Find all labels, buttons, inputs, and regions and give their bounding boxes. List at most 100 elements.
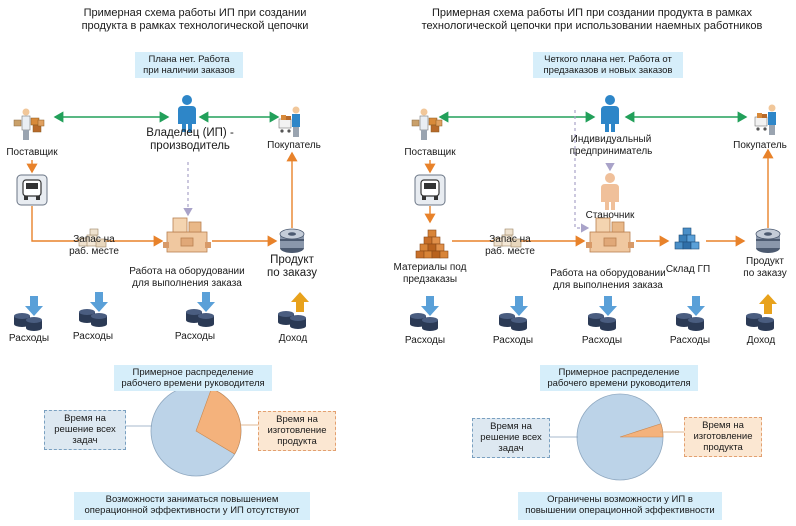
supplier-icon [411, 108, 443, 141]
left-owner-line: Владелец (ИП) - [146, 127, 234, 139]
coins-down-icon [676, 296, 705, 331]
left-dist-line: Примерное распределение [132, 367, 254, 378]
right-supplier-label: Поставщик [404, 147, 456, 158]
right-warehouse-label: Склад ГП [665, 264, 711, 275]
right-materials-line: предзаказы [402, 274, 458, 285]
right-expense-label: Расходы [669, 335, 711, 346]
left-product-line: Продукт [270, 254, 314, 266]
right-product-line: по заказу [743, 268, 787, 279]
coins-down-icon [186, 292, 215, 327]
left-product-line: по заказу [267, 267, 317, 279]
left-plan-note: Плана нет. Работа при наличии заказов [135, 52, 243, 78]
time-distribution-pie-left [150, 385, 242, 477]
left-title-line: Примерная схема работы ИП при создании [83, 7, 307, 19]
left-decide-line: Время на [64, 413, 106, 424]
owner-person-icon [601, 95, 619, 132]
left-decide-line: решение всех [54, 424, 116, 435]
right-stock-label: Запас на раб. месте [480, 234, 540, 258]
right-title-line: Примерная схема работы ИП при создании п… [431, 7, 753, 19]
left-bottom-line: операционной эффективности у ИП отсутств… [84, 505, 300, 516]
right-dist-line: рабочего времени руководителя [547, 378, 691, 389]
right-title: Примерная схема работы ИП при создании п… [412, 7, 772, 33]
left-stock-label: Запас на раб. месте [64, 234, 124, 258]
supplier-icon [13, 108, 45, 141]
coins-up-icon [746, 294, 777, 331]
left-plan-line: при наличии заказов [143, 65, 235, 76]
machine-icon [162, 217, 212, 253]
right-expense-label: Расходы [492, 335, 534, 346]
right-work-line: Работа на оборудовании [550, 268, 666, 279]
left-expense-label: Расходы [8, 333, 50, 344]
left-stock-line: раб. месте [69, 246, 119, 257]
left-bottom-note: Возможности заниматься повышением операц… [74, 492, 310, 520]
right-decide-line: задач [498, 443, 524, 454]
product-reel-icon [755, 228, 781, 254]
left-distribution-note: Примерное распределение рабочего времени… [114, 365, 272, 391]
left-make-callout: Время на изготовление продукта [258, 411, 336, 451]
materials-pile-icon [415, 229, 449, 259]
right-distribution-note: Примерное распределение рабочего времени… [540, 365, 698, 391]
left-work-line: Работа на оборудовании [129, 266, 245, 277]
truck-icon [414, 174, 446, 206]
machine-icon [585, 217, 635, 253]
right-owner-line: предприниматель [569, 146, 653, 157]
left-plan-line: Плана нет. Работа [148, 54, 230, 65]
time-distribution-pie-right [576, 393, 664, 481]
pie-slice-make [619, 423, 664, 438]
truck-icon [16, 174, 48, 206]
buyer-icon [754, 104, 777, 136]
right-plan-note: Четкого плана нет. Работа от предзаказов… [533, 52, 683, 78]
left-title: Примерная схема работы ИП при создании п… [60, 7, 330, 33]
right-product-line: Продукт [746, 256, 784, 267]
left-make-line: изготовление [267, 425, 327, 436]
pie-slice-make [195, 388, 242, 455]
right-make-line: Время на [702, 420, 744, 431]
right-expense-label: Расходы [404, 335, 446, 346]
right-make-line: изготовление [693, 431, 753, 442]
product-reel-icon [279, 228, 305, 254]
right-stock-line: Запас на [489, 234, 531, 245]
buyer-icon [278, 106, 301, 138]
right-worker-label: Станочник [585, 210, 635, 221]
left-income-label: Доход [278, 333, 308, 344]
left-flow-lines [26, 111, 298, 247]
warehouse-cubes-icon [674, 227, 700, 250]
right-plan-line: Четкого плана нет. Работа от [544, 54, 672, 65]
left-expense-label: Расходы [72, 331, 114, 342]
coins-up-icon [278, 292, 309, 329]
left-expense-label: Расходы [174, 331, 216, 342]
coins-down-icon [499, 296, 528, 331]
coins-down-icon [14, 296, 43, 331]
right-stock-line: раб. месте [485, 246, 535, 257]
right-decide-line: решение всех [480, 432, 542, 443]
left-title-line: продукта в рамках технологической цепочк… [81, 20, 309, 32]
left-owner-line: производитель [150, 140, 230, 152]
left-product-label: Продукт по заказу [262, 254, 322, 280]
right-materials-line: Материалы под [393, 262, 467, 273]
right-expense-label: Расходы [581, 335, 623, 346]
coins-down-icon [410, 296, 439, 331]
right-decide-line: Время на [490, 421, 532, 432]
left-stock-line: Запас на [73, 234, 115, 245]
right-dist-line: Примерное распределение [558, 367, 680, 378]
left-decide-callout: Время на решение всех задач [44, 410, 126, 450]
right-owner-line: Индивидуальный [570, 134, 652, 145]
left-work-line: для выполнения заказа [132, 278, 242, 289]
right-decide-callout: Время на решение всех задач [472, 418, 550, 458]
left-dist-line: рабочего времени руководителя [121, 378, 265, 389]
coins-down-icon [79, 292, 108, 327]
right-product-label: Продукт по заказу [736, 256, 794, 280]
worker-person-icon [601, 173, 619, 210]
right-make-callout: Время на изготовление продукта [684, 417, 762, 457]
right-bottom-line: повышении операционной эффективности [525, 505, 715, 516]
right-owner-label: Индивидуальный предприниматель [556, 134, 666, 158]
right-flow-lines [424, 110, 774, 247]
left-supplier-label: Поставщик [6, 147, 58, 158]
right-make-line: продукта [703, 442, 743, 453]
right-bottom-note: Ограничены возможности у ИП в повышении … [518, 492, 722, 520]
right-plan-line: предзаказов и новых заказов [543, 65, 673, 76]
right-income-label: Доход [746, 335, 776, 346]
left-owner-label: Владелец (ИП) - производитель [130, 127, 250, 153]
right-work-line: для выполнения заказа [553, 280, 663, 291]
